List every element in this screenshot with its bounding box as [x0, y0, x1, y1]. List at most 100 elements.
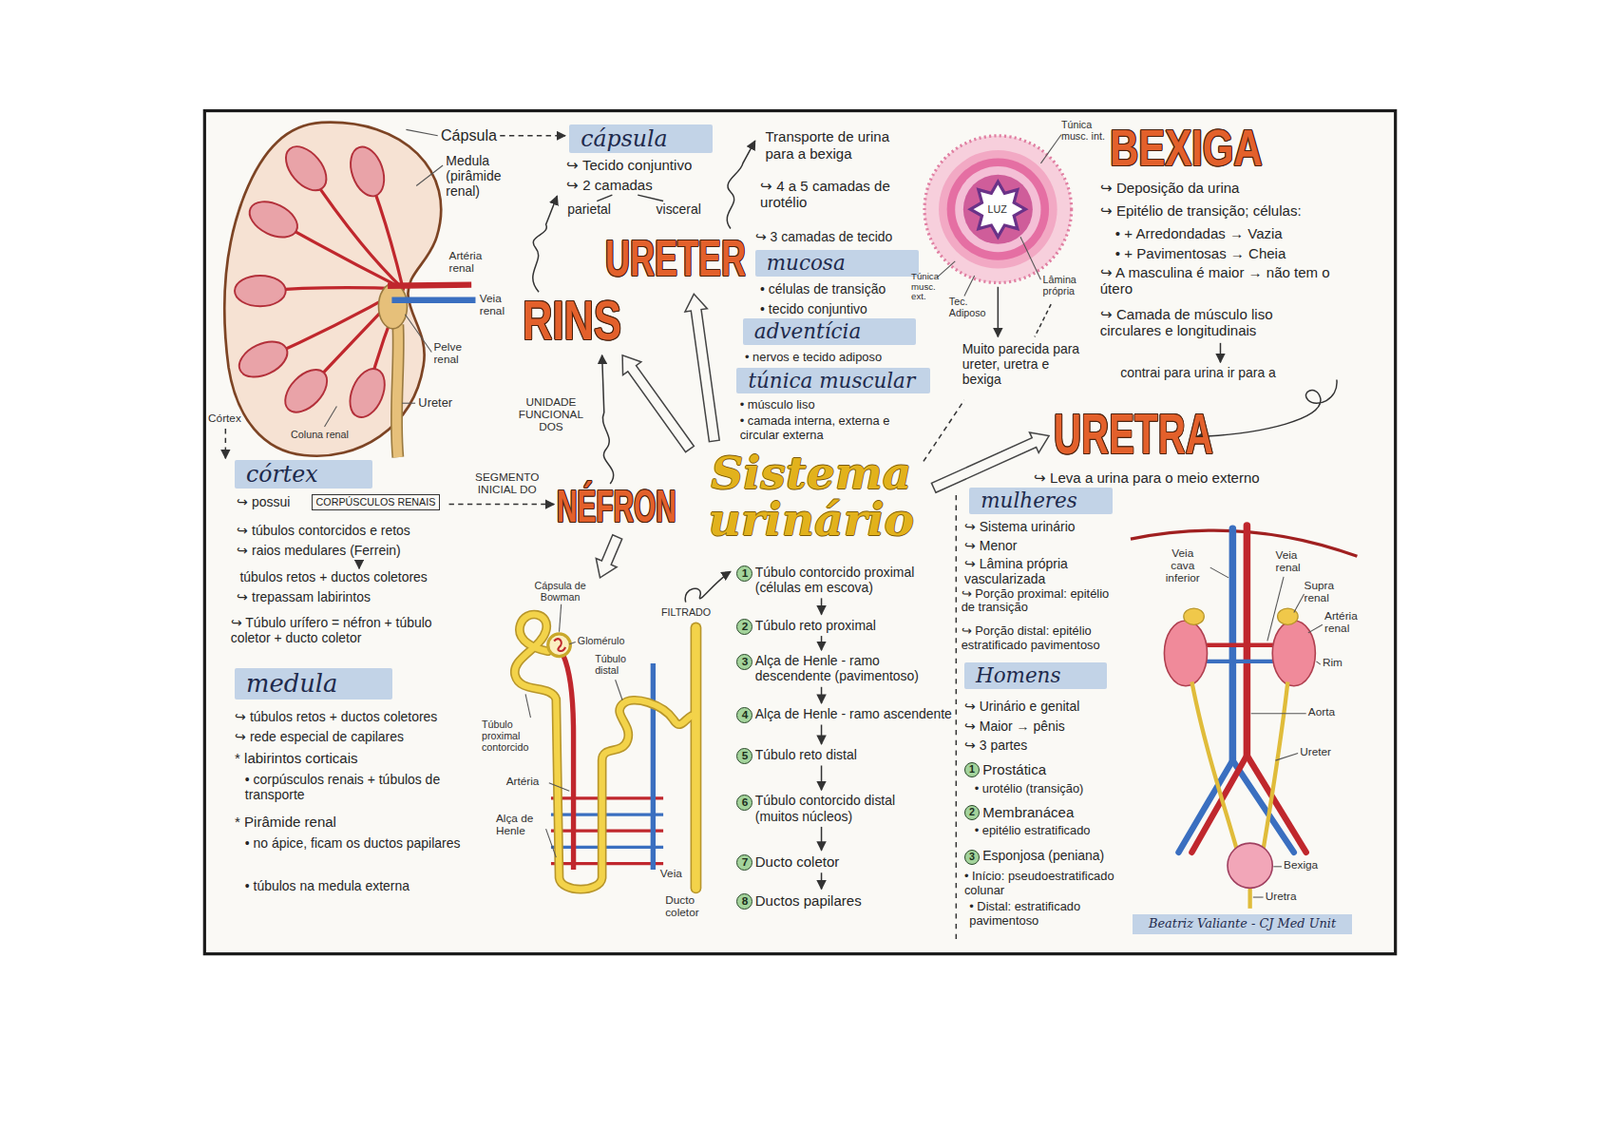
connector-arrow [533, 195, 558, 292]
annotation-text: Membranácea [982, 803, 1074, 820]
part-label: Alça de Henle [495, 812, 546, 838]
hollow-arrow [595, 293, 1049, 578]
step-number: 4 [736, 706, 753, 724]
kidney-illustration [396, 324, 399, 458]
node-text: Homens [975, 663, 1062, 687]
kidney-illustration [344, 142, 391, 201]
step-number: 3 [964, 849, 980, 865]
part-label: Artéria renal [449, 249, 501, 275]
node-text: 5 [742, 748, 749, 762]
kidney-illustration [234, 275, 286, 306]
paper-sheet [206, 112, 1394, 953]
leader-line [964, 275, 975, 296]
annotation-text: Medula (pirâmide renal) [445, 152, 514, 199]
urinary-system-illustration [1183, 608, 1204, 625]
step-number: 6 [736, 794, 753, 811]
leader-line [559, 604, 562, 632]
urinary-system-illustration [1207, 659, 1274, 664]
node-text: 6 [742, 795, 749, 809]
part-label: UNIDADE FUNCIONAL DOS [510, 396, 592, 435]
leader-line [525, 693, 531, 718]
leader-line [569, 642, 575, 645]
urinary-system-illustration [1272, 620, 1315, 686]
ureter-cross-section [947, 157, 1049, 260]
annotation-text: • nervos e tecido adiposo [744, 350, 934, 365]
part-label: Lâmina própria [1043, 273, 1089, 297]
connector-arrow [449, 503, 555, 506]
annotation-text: ↪ túbulos retos + ductos coletores [234, 708, 490, 724]
kidney-illustration [342, 362, 392, 422]
node-text: 4 [742, 707, 749, 722]
leader-line [546, 828, 557, 858]
hollow-arrow [595, 534, 622, 578]
part-label: Artéria renal [1324, 609, 1376, 635]
annotation-text: • epitélio estratificado [974, 823, 1139, 839]
leader-line [1315, 661, 1320, 665]
annotation-text: ↪ A masculina é maior → não tem o útero [1100, 264, 1346, 298]
part-label: SEGMENTO INICIAL DO [460, 471, 553, 496]
connector-arrow [1034, 304, 1051, 337]
connector-arrow [1196, 380, 1337, 438]
annotation-text: • tecido conjuntivo [760, 301, 924, 317]
step-number: 1 [964, 761, 980, 778]
part-label: Tec. Adiposo [949, 295, 995, 319]
annotation-text: Ductos papilares [755, 892, 909, 909]
annotation-text: túbulos retos + ductos coletores [239, 569, 485, 585]
kidney-illustration [277, 361, 335, 420]
leader-line [1020, 236, 1041, 280]
kidney-illustration [391, 297, 476, 304]
annotation-text: • corpúsculos renais + túbulos de transp… [245, 771, 444, 802]
annotation-text: • células de transição [760, 281, 924, 297]
nephron-illustration [563, 654, 574, 870]
connector-arrow [820, 764, 823, 790]
annotation-text: Túbulo reto distal [755, 746, 939, 762]
annotation-text: ↪ 3 camadas de tecido [755, 228, 919, 245]
part-label: Túbulo distal [594, 652, 636, 676]
leader-line [416, 165, 443, 186]
nephron-illustration [514, 614, 697, 890]
annotation-text: ↪ Porção proximal: epitélio de transição [961, 587, 1115, 616]
annotation-text: Túbulo contorcido distal (muitos núcleos… [755, 792, 937, 823]
part-label: Veia cava inferior [1161, 547, 1204, 586]
annotation-text: ↪ túbulos contorcidos e retos [236, 522, 472, 538]
urinary-system-illustration [1227, 842, 1273, 888]
part-label: Veia renal [479, 292, 517, 318]
nephron-illustration [514, 614, 697, 890]
annotation-text: ↪ 4 a 5 camadas de urotélio [760, 177, 914, 211]
kidney-illustration [224, 122, 476, 458]
ureter-cross-section [924, 135, 1072, 284]
annotation-text: • Distal: estratificado pavimentoso [969, 899, 1133, 929]
hollow-arrow [622, 355, 694, 453]
node-text: mucosa [766, 250, 846, 275]
leader-line [1253, 895, 1264, 897]
part-label: Artéria [506, 775, 540, 788]
leader-line [404, 314, 432, 353]
part-label: Ducto coletor [665, 894, 711, 919]
leader-line [1251, 712, 1307, 714]
part-label: Uretra [1265, 890, 1297, 903]
topic-band: Homens [964, 662, 1107, 689]
annotation-text: • músculo liso [740, 398, 915, 413]
connector-arrow [820, 724, 823, 744]
annotation-text: • Início: pseudoestratificado colunar [964, 869, 1148, 898]
nephron-illustration [514, 614, 697, 890]
section-title: URETER [605, 232, 746, 285]
node-text: córtex [246, 460, 319, 488]
annotation-text: • urotélio (transição) [974, 781, 1128, 797]
part-label: Veia renal [1275, 549, 1321, 574]
step-number: 8 [736, 893, 753, 910]
connector-arrow [923, 400, 965, 461]
leader-line [1294, 593, 1305, 612]
ureter-cross-section [963, 174, 1033, 245]
annotation-text: visceral [656, 201, 702, 217]
annotation-text: • + Arredondadas → Vazia [1115, 225, 1351, 242]
annotation-text: Muito parecida para ureter, uretra e bex… [962, 341, 1090, 387]
node-text: 1 [742, 566, 749, 580]
annotation-text: ↪ possui [236, 494, 290, 510]
node-text: 2 [969, 805, 975, 818]
connector-arrow [596, 194, 664, 201]
annotation-text: * Pirâmide renal [234, 813, 459, 830]
nephron-illustration [551, 798, 664, 864]
ureter-cross-section [970, 181, 1026, 237]
part-label: Aorta [1308, 705, 1335, 719]
